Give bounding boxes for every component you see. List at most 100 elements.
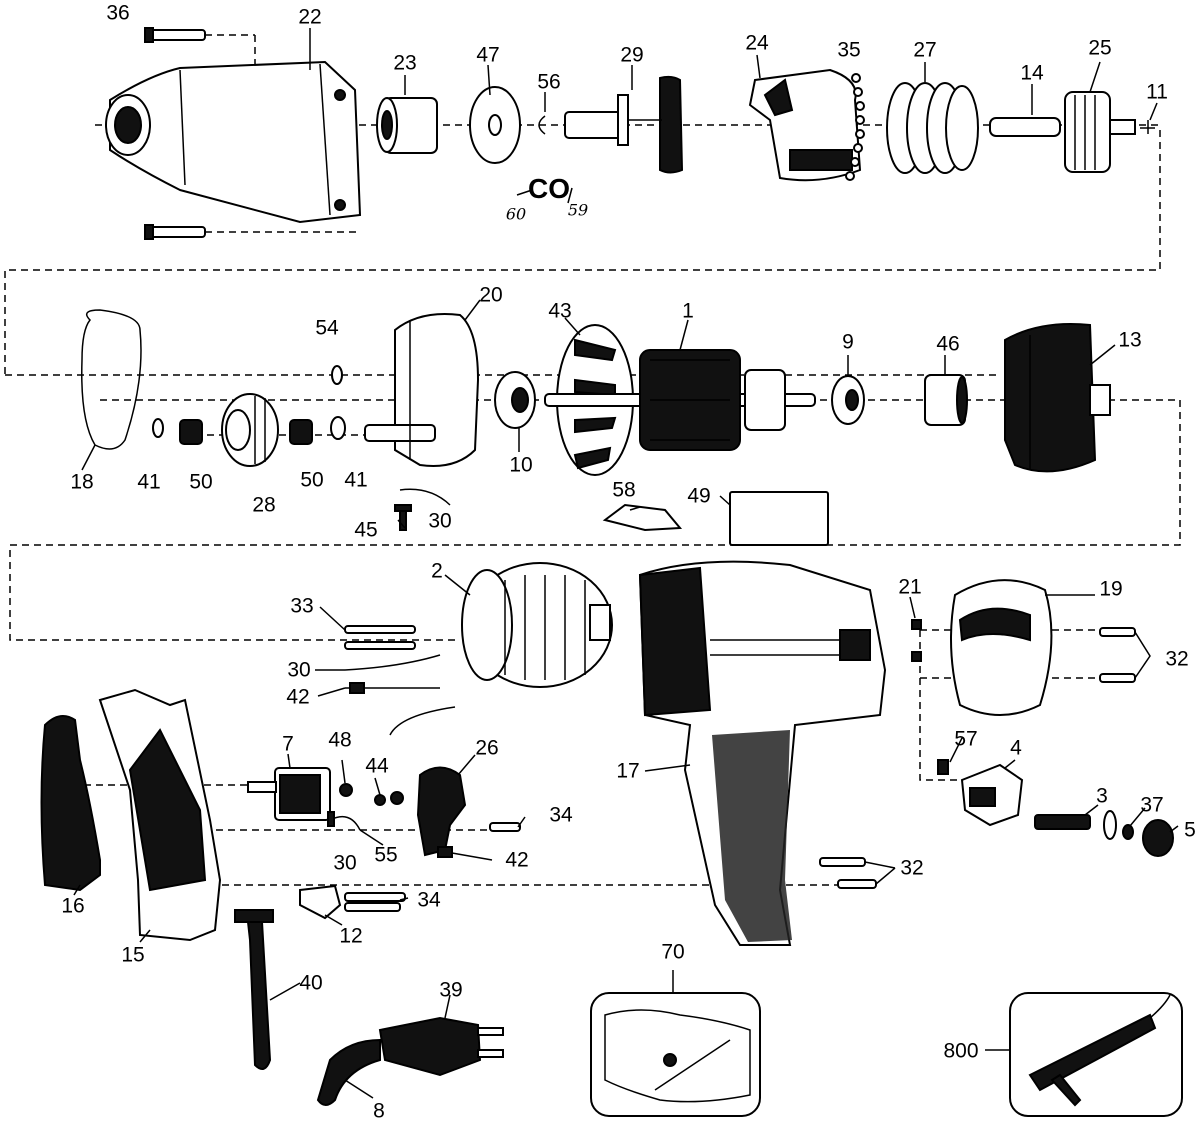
callout-34-lower: 34 — [417, 888, 441, 912]
callout-37: 37 — [1140, 793, 1164, 817]
callout-800: 800 — [943, 1039, 979, 1063]
callout-13: 13 — [1118, 328, 1142, 352]
callout-17: 17 — [616, 759, 640, 783]
callout-15: 15 — [121, 943, 145, 967]
callout-23: 23 — [393, 51, 417, 75]
callout-30-upper: 30 — [428, 509, 452, 533]
callout-55: 55 — [374, 843, 398, 867]
callout-47: 47 — [476, 43, 500, 67]
callout-22: 22 — [298, 5, 322, 29]
callout-57: 57 — [954, 727, 978, 751]
wire-30-mid — [344, 654, 441, 671]
cord-40 — [234, 909, 274, 1070]
callout-35: 35 — [837, 38, 861, 62]
screw-lower — [144, 224, 206, 240]
callout-5: 5 — [1184, 818, 1196, 842]
callout-12: 12 — [339, 924, 363, 948]
hammer-24 — [748, 68, 862, 182]
screw-34-upper — [489, 822, 521, 832]
grease-gun-800 — [1009, 992, 1183, 1117]
callout-8: 8 — [373, 1099, 385, 1123]
gasket-18 — [81, 309, 142, 450]
callout-1: 1 — [682, 299, 694, 323]
part-44 — [374, 791, 404, 806]
callout-49: 49 — [687, 484, 711, 508]
callout-25: 25 — [1088, 36, 1112, 60]
end-plate-13 — [1004, 323, 1111, 473]
callout-21: 21 — [898, 575, 922, 599]
callout-29: 29 — [620, 43, 644, 67]
handwritten-59: 59 — [567, 200, 589, 220]
switch-7 — [247, 767, 331, 821]
callout-39: 39 — [439, 978, 463, 1002]
screws-32-upper — [1099, 627, 1136, 683]
callout-43: 43 — [548, 299, 572, 323]
svg-text:CO: CO — [528, 173, 570, 204]
key-11 — [1140, 120, 1155, 134]
callout-56: 56 — [537, 70, 561, 94]
nameplate-49 — [729, 491, 829, 546]
gear-28 — [221, 393, 279, 467]
callout-32-lower: 32 — [900, 856, 924, 880]
callout-11: 11 — [1146, 80, 1168, 104]
callout-70: 70 — [661, 940, 685, 964]
callout-45: 45 — [354, 518, 378, 542]
callout-7: 7 — [282, 732, 294, 756]
callout-54: 54 — [315, 316, 339, 340]
callout-4: 4 — [1010, 736, 1022, 760]
callout-58: 58 — [612, 478, 636, 502]
callout-34-upper: 34 — [549, 803, 573, 827]
callout-3: 3 — [1096, 784, 1108, 808]
needle-bearing-50-left — [179, 419, 203, 445]
shaft-14 — [989, 117, 1061, 137]
bearing-9 — [831, 375, 865, 425]
gear-case-22 — [105, 60, 362, 224]
callout-42-upper: 42 — [286, 685, 310, 709]
trigger-26 — [416, 766, 467, 857]
spring-27 — [886, 82, 979, 174]
bushing-46 — [924, 374, 968, 426]
callout-9: 9 — [842, 330, 854, 354]
clip-57 — [937, 759, 949, 775]
cap-5 — [1142, 819, 1174, 857]
callout-36: 36 — [106, 1, 130, 25]
callout-44: 44 — [365, 754, 389, 778]
washer-47 — [469, 86, 521, 164]
callout-2: 2 — [431, 559, 443, 583]
lead-42 — [345, 682, 440, 694]
callout-41-left: 41 — [137, 470, 161, 494]
callout-50-left: 50 — [189, 470, 213, 494]
gear-25 — [1064, 91, 1136, 173]
callout-24: 24 — [745, 31, 769, 55]
spindle-29 — [564, 75, 684, 174]
kit-70 — [590, 992, 761, 1117]
callout-16: 16 — [61, 894, 85, 918]
screws-33 — [344, 625, 416, 650]
handle-15 — [98, 688, 222, 942]
screw-36 — [144, 27, 206, 43]
leader-lines — [73, 28, 1179, 1099]
callout-20: 20 — [479, 283, 503, 307]
callout-28: 28 — [252, 493, 276, 517]
nuts-21 — [911, 619, 922, 662]
callout-18: 18 — [70, 470, 94, 494]
screw-30-lower — [327, 811, 335, 827]
washer-41-right — [330, 416, 346, 440]
callout-26: 26 — [475, 736, 499, 760]
screw-45 — [394, 504, 412, 531]
callout-40: 40 — [299, 971, 323, 995]
bushing-23 — [376, 97, 438, 154]
needle-bearing-50-right — [289, 419, 313, 445]
bearing-plate-20 — [364, 313, 480, 467]
housing-17 — [638, 560, 887, 946]
clip-37 — [1122, 824, 1134, 840]
callout-10: 10 — [509, 453, 533, 477]
retaining-ring-56 — [538, 115, 546, 135]
handle-16 — [40, 715, 101, 892]
bearing-10 — [494, 371, 536, 429]
callout-30-lower: 30 — [333, 851, 357, 875]
screws-34-lower — [344, 892, 406, 912]
clip-60-59: CO — [528, 173, 570, 204]
